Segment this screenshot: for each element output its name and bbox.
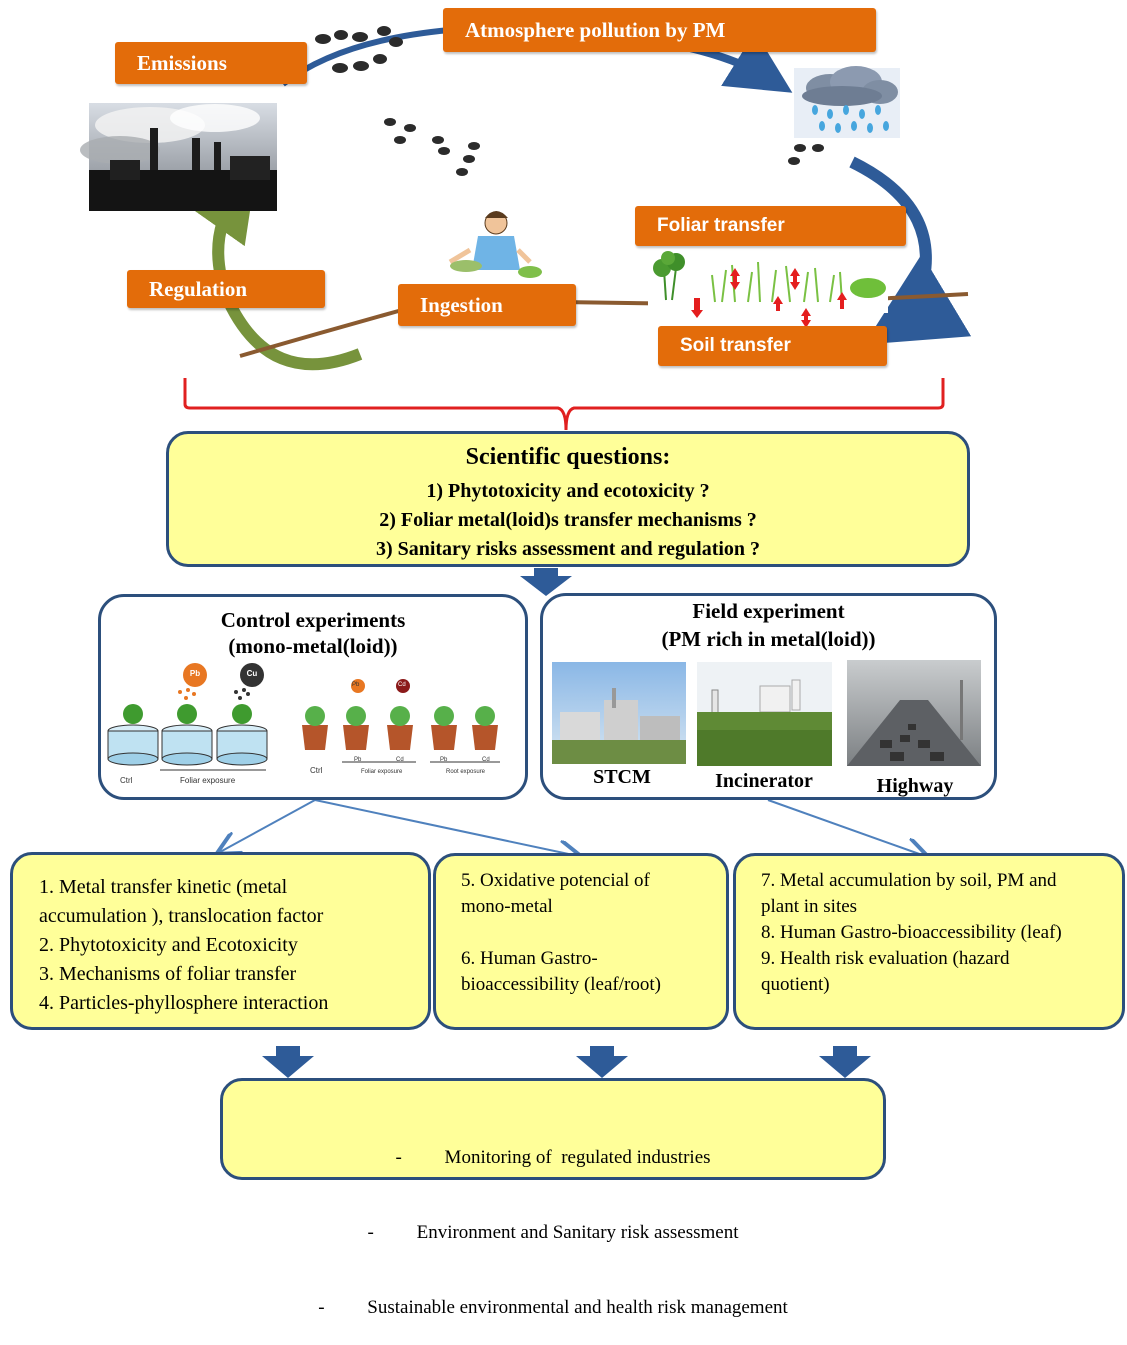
field-subtitle: (PM rich in metal(loid))	[661, 627, 876, 651]
factory-photo	[80, 103, 277, 211]
scientific-questions-list: 1) Phytotoxicity and ecotoxicity ? 2) Fo…	[169, 477, 967, 564]
cycle-arrow-atmosphere-to-rain	[689, 31, 793, 93]
ingestion-label: Ingestion	[398, 284, 576, 326]
conclusion-item: - Monitoring of regulated industries	[395, 1147, 711, 1168]
outcome-box-oxidative: 5. Oxidative potencial of mono-metal 6. …	[433, 853, 729, 1030]
root-exposure-label: Root exposure	[446, 769, 486, 775]
scientific-questions-box: Scientific questions: 1) Phytotoxicity a…	[166, 431, 970, 567]
outcome-item: 5. Oxidative potencial of	[461, 870, 650, 891]
conclusion-item: - Sustainable environmental and health r…	[318, 1297, 788, 1318]
site-label-highway: Highway	[876, 775, 954, 797]
cu-badge: Cu	[246, 669, 258, 678]
diagram-graphics	[80, 26, 972, 1078]
outcome-list: 1. Metal transfer kinetic (metal accumul…	[39, 873, 428, 1018]
outcome-item: 7. Metal accumulation by soil, PM and	[761, 870, 1057, 891]
site-label-stcm: STCM	[593, 766, 651, 788]
soil-transfer-label: Soil transfer	[658, 326, 887, 366]
foliar-exposure-label: Foliar exposure	[180, 776, 236, 785]
field-title: Field experiment	[692, 599, 845, 623]
outcome-item: bioaccessibility (leaf/root)	[461, 974, 661, 995]
conclusion-item: - Environment and Sanitary risk assessme…	[367, 1222, 739, 1243]
outcome-item: quotient)	[761, 974, 830, 995]
cd-small-badge: Cd	[398, 682, 406, 688]
outcome-item: 6. Human Gastro-	[461, 948, 598, 969]
regulation-label: Regulation	[127, 270, 325, 308]
control-subtitle: (mono-metal(loid))	[228, 634, 398, 658]
person-cooking-icon	[448, 211, 542, 278]
question-item: 2) Foliar metal(loid)s transfer mechanis…	[379, 509, 757, 531]
cycle-arrow-rain-to-soil	[849, 156, 972, 345]
cd-pot-label: Cd	[396, 757, 404, 763]
down-arrows	[262, 568, 871, 1078]
outcome-item: 1. Metal transfer kinetic (metal	[39, 876, 288, 898]
control-experiments-box: Control experiments (mono-metal(loid))	[98, 594, 528, 800]
outcome-item: 2. Phytotoxicity and Ecotoxicity	[39, 934, 298, 956]
outcome-item: 8. Human Gastro-bioaccessibility (leaf)	[761, 922, 1062, 943]
emissions-label: Emissions	[115, 42, 307, 84]
cd-root-label: Cd	[482, 757, 490, 763]
scientific-questions-title: Scientific questions:	[465, 444, 671, 470]
conclusions-box: - Monitoring of regulated industries - E…	[220, 1078, 886, 1318]
outcome-item: 4. Particles-phyllosphere interaction	[39, 992, 329, 1014]
outcome-box-field: 7. Metal accumulation by soil, PM and pl…	[733, 853, 1125, 1030]
pb-badge: Pb	[189, 669, 201, 678]
site-label-incinerator: Incinerator	[715, 770, 813, 792]
outcome-item: plant in sites	[761, 896, 858, 917]
pb-small-badge: Pb	[352, 682, 360, 688]
control-title: Control experiments	[220, 608, 406, 632]
question-item: 1) Phytotoxicity and ecotoxicity ?	[426, 480, 710, 502]
outcome-list: 7. Metal accumulation by soil, PM and pl…	[761, 868, 1122, 998]
ctrl-label: Ctrl	[120, 776, 133, 785]
outcome-item: 9. Health risk evaluation (hazard	[761, 948, 1010, 969]
outcome-item: accumulation ), translocation factor	[39, 905, 324, 927]
atmosphere-pollution-label: Atmosphere pollution by PM	[443, 8, 876, 52]
ctrl-label-2: Ctrl	[310, 766, 323, 775]
vegetation-strip	[648, 251, 888, 328]
foliar-transfer-label: Foliar transfer	[635, 206, 906, 246]
outcome-list: 5. Oxidative potencial of mono-metal 6. …	[461, 868, 726, 998]
pb-pot-label: Pb	[354, 757, 362, 763]
rain-cloud-icon	[794, 66, 900, 138]
outcome-item: 3. Mechanisms of foliar transfer	[39, 963, 297, 985]
particle-dots	[315, 26, 824, 176]
outcome-item: mono-metal	[461, 896, 553, 917]
foliar-exposure-label-2: Foliar exposure	[361, 769, 403, 775]
outcome-spacer	[461, 920, 726, 946]
connector-arrows	[220, 799, 925, 856]
pb-root-label: Pb	[440, 757, 448, 763]
question-item: 3) Sanitary risks assessment and regulat…	[375, 538, 761, 560]
outcome-box-control: 1. Metal transfer kinetic (metal accumul…	[10, 852, 431, 1030]
red-bracket	[183, 378, 945, 431]
